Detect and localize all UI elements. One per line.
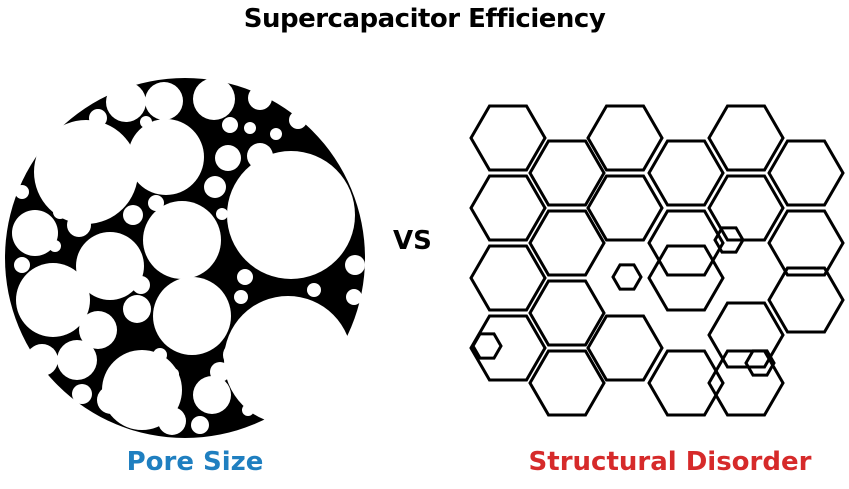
pore — [159, 290, 175, 306]
defect-hexagon — [744, 349, 776, 377]
pore — [167, 368, 179, 380]
hexagon-cell — [469, 174, 547, 242]
pore — [102, 142, 114, 154]
pore — [76, 232, 144, 300]
pore — [307, 283, 321, 297]
pore — [153, 348, 167, 362]
hexagon-cell — [707, 301, 785, 369]
pore — [12, 210, 58, 256]
hexagon-cell — [647, 209, 725, 277]
pore — [145, 82, 183, 120]
vs-label: VS — [393, 226, 432, 256]
pore — [68, 288, 86, 306]
hexagon-cell — [469, 104, 547, 172]
pore — [289, 111, 307, 129]
pore — [128, 119, 204, 195]
hexagon-cell — [586, 104, 664, 172]
hexagon-cell — [647, 244, 725, 312]
hexagon-cell — [767, 139, 845, 207]
pore — [234, 290, 248, 304]
pore — [140, 116, 152, 128]
pore — [227, 151, 355, 279]
pore — [222, 117, 238, 133]
pore — [223, 342, 249, 368]
hexagon-cell — [586, 314, 664, 382]
pore — [67, 213, 91, 237]
hexagon-cell — [647, 349, 725, 417]
hexagon-cell — [528, 139, 606, 207]
pore — [102, 350, 182, 430]
pore — [248, 86, 272, 110]
pore — [148, 195, 164, 211]
pore — [191, 416, 209, 434]
pore — [53, 205, 67, 219]
pore — [57, 340, 97, 380]
pore — [158, 407, 186, 435]
pore — [215, 145, 241, 171]
pore — [14, 257, 30, 273]
hexagon-cell — [528, 349, 606, 417]
pore — [97, 386, 125, 414]
pore — [346, 289, 362, 305]
pore — [242, 404, 254, 416]
hexagon-cell — [707, 174, 785, 242]
pore — [123, 205, 143, 225]
defect-hexagon — [611, 263, 643, 291]
pore — [345, 255, 365, 275]
pore — [132, 276, 150, 294]
hexagon-cell — [707, 104, 785, 172]
pore-size-label: Pore Size — [126, 447, 264, 477]
pore — [193, 376, 231, 414]
pore — [247, 143, 273, 169]
hexagon-cell — [528, 279, 606, 347]
structural-disorder-label: Structural Disorder — [528, 447, 812, 477]
pore — [26, 344, 58, 376]
pore — [49, 240, 61, 252]
pore — [193, 78, 235, 120]
hexagon-cell — [528, 209, 606, 277]
hexagon-cell — [586, 174, 664, 242]
diagram-title: Supercapacitor Efficiency — [243, 4, 606, 34]
pore — [54, 267, 70, 283]
pore — [15, 185, 29, 199]
defect-hexagon — [471, 332, 503, 360]
pore — [143, 201, 221, 279]
pore — [72, 384, 92, 404]
pore — [89, 109, 107, 127]
pore — [123, 295, 151, 323]
pore — [270, 128, 282, 140]
pore — [244, 122, 256, 134]
pore — [16, 263, 90, 337]
pore — [79, 311, 117, 349]
defect-hexagon — [713, 226, 745, 254]
pore — [224, 296, 352, 424]
hexagon-cell — [767, 209, 845, 277]
hexagon-cell — [469, 314, 547, 382]
pore — [216, 208, 228, 220]
hexagon-cell — [767, 266, 845, 334]
pore — [204, 176, 226, 198]
pore — [248, 426, 262, 440]
pore — [237, 269, 253, 285]
pore — [106, 82, 146, 122]
hexagon-cell — [647, 139, 725, 207]
hexagon-cell — [469, 244, 547, 312]
